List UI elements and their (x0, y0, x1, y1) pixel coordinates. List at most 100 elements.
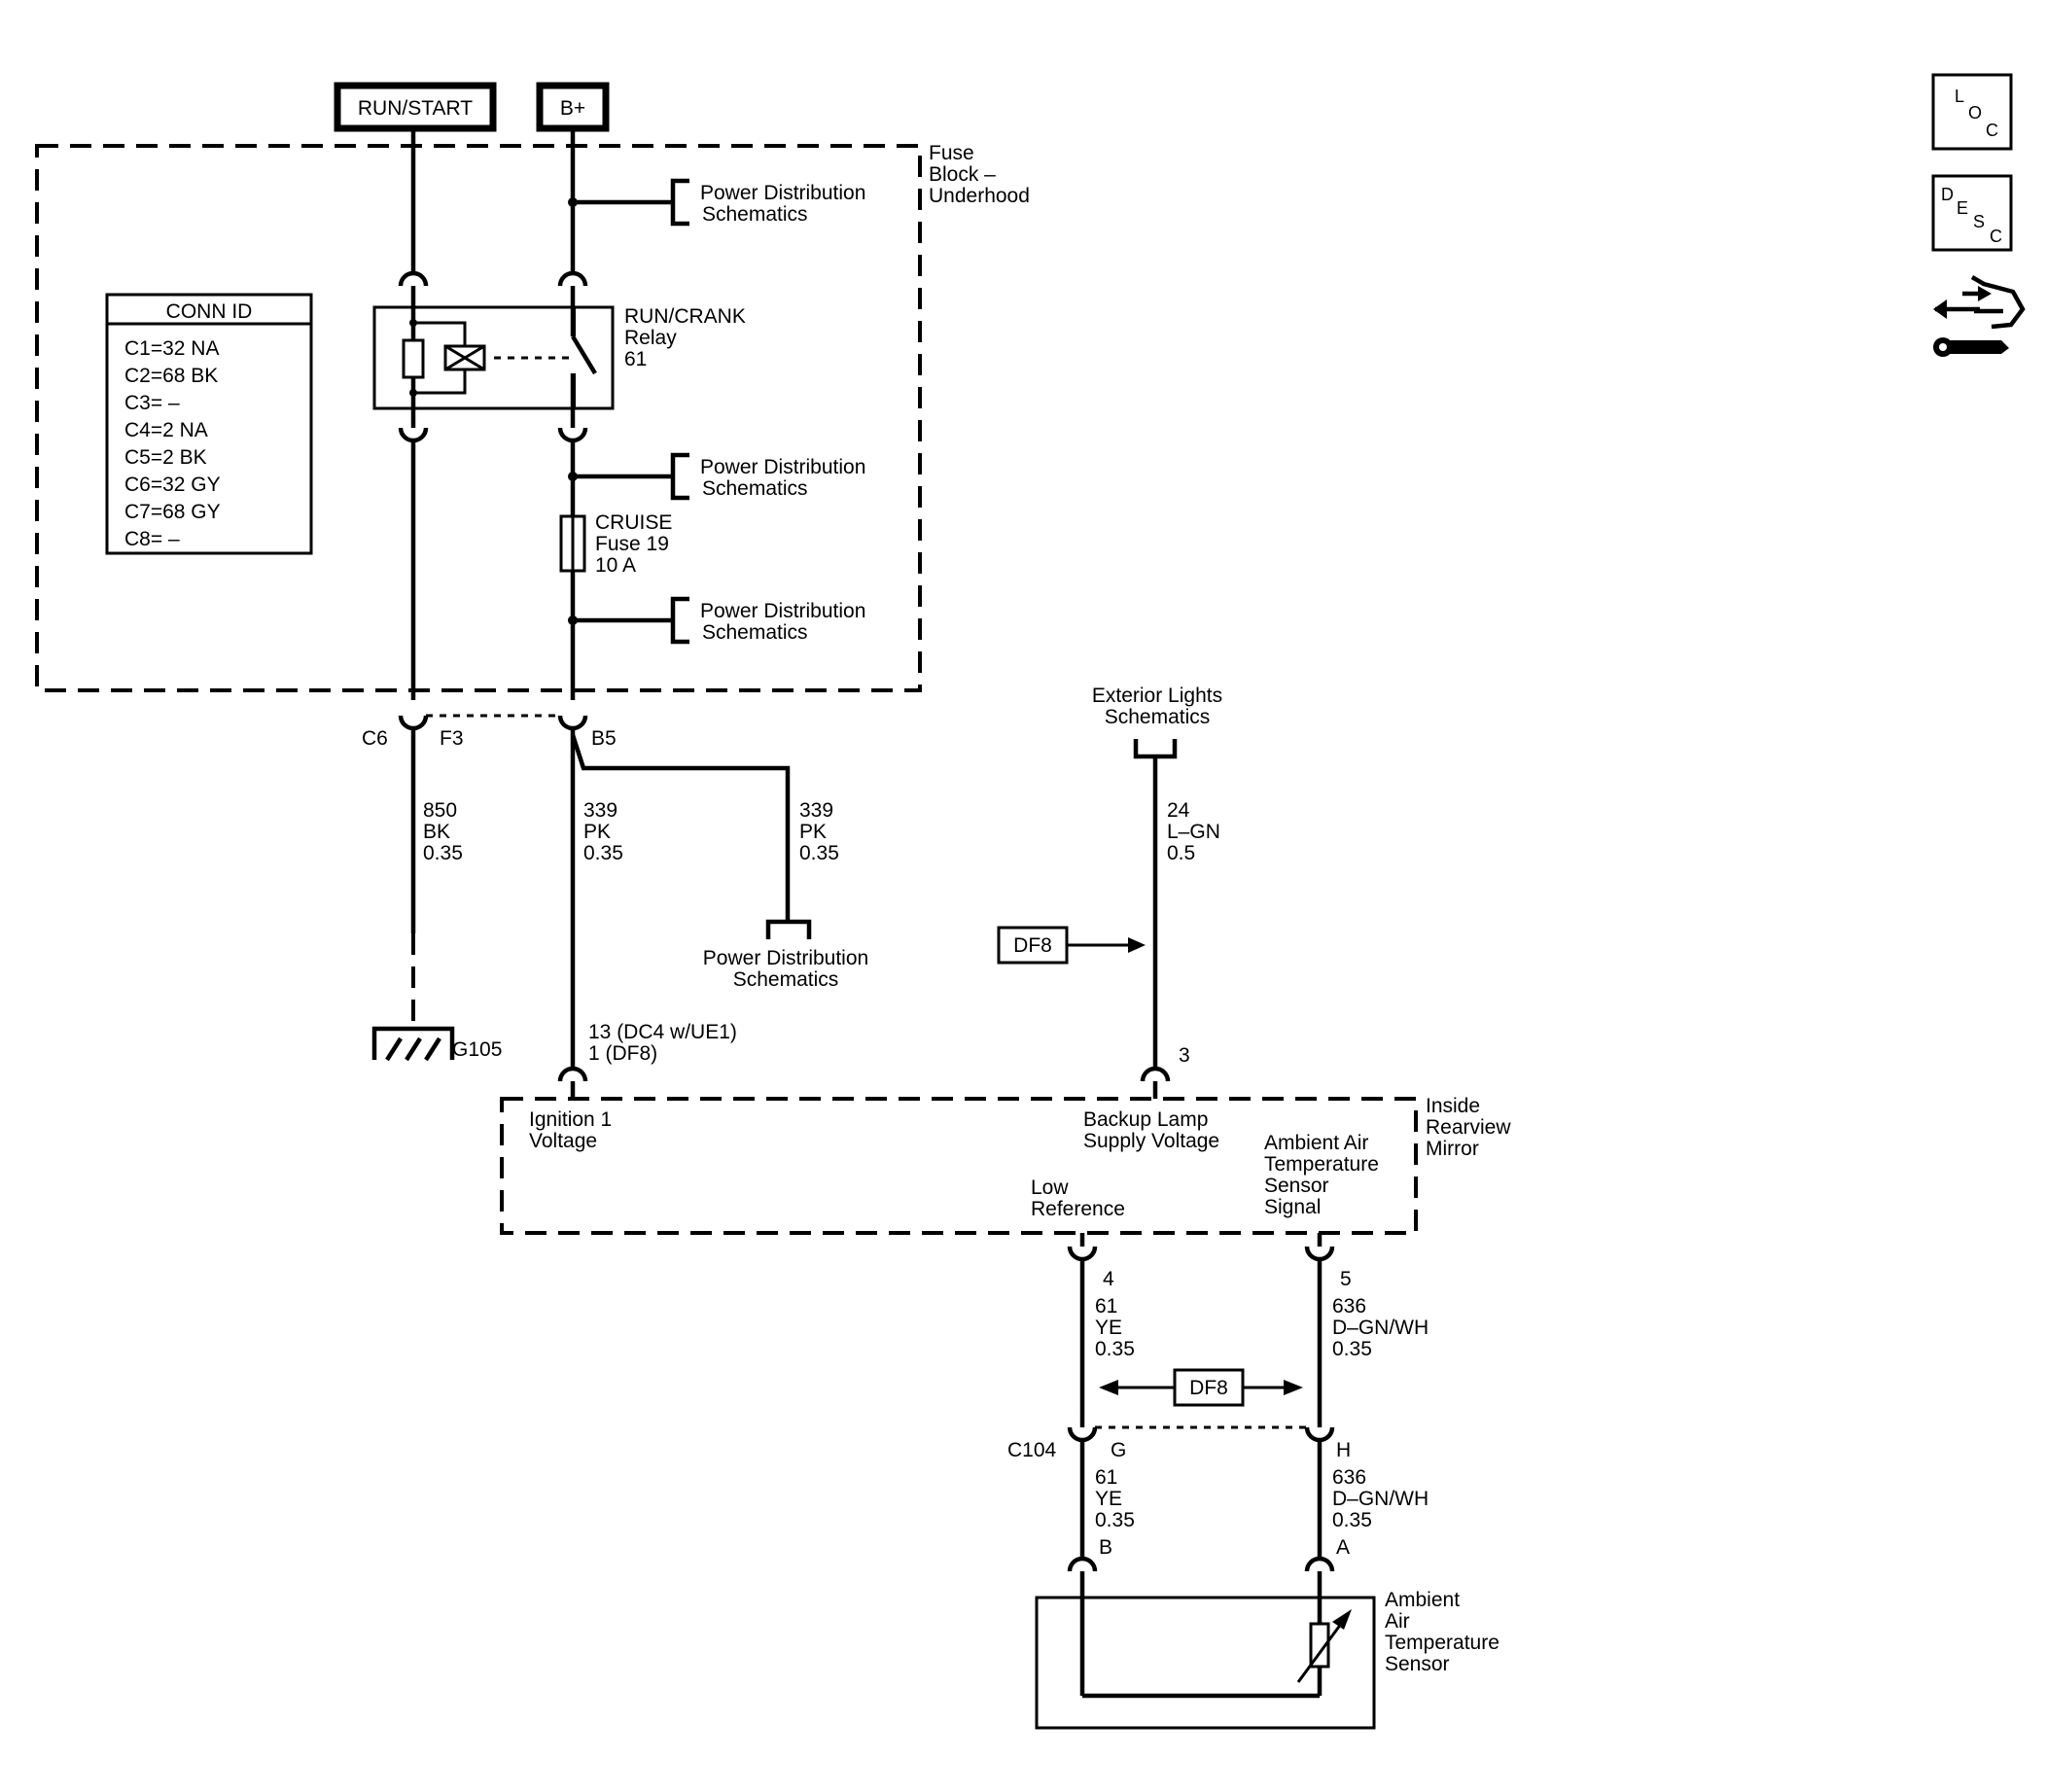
relay-label-1: RUN/CRANK (624, 305, 746, 328)
df8-label: DF8 (1189, 1377, 1228, 1399)
run-crank-relay (372, 305, 615, 410)
sensor-label-4: Sensor (1385, 1653, 1450, 1675)
wire-run-start (398, 128, 429, 700)
mirror-name-3: Mirror (1426, 1138, 1479, 1160)
mirror-low-1: Low (1031, 1177, 1069, 1199)
mirror-output-connectors (1067, 1233, 1335, 1262)
connector-c6-pin-b5: B5 (591, 727, 617, 750)
b-plus-source: B+ (536, 82, 610, 132)
wire-color: D–GN/WH (1332, 1488, 1429, 1510)
connector-c104-pin-h: H (1336, 1439, 1351, 1461)
conn-id-title: CONN ID (166, 300, 253, 323)
cruise-fuse (559, 514, 586, 573)
wire-circuit: 61 (1095, 1295, 1117, 1318)
conn-id-row: C1=32 NA (124, 337, 219, 360)
wire-gauge: 0.35 (799, 842, 839, 864)
wire-gauge: 0.35 (583, 842, 623, 864)
sensor-pin-a: A (1336, 1536, 1350, 1559)
wire-circuit: 636 (1332, 1295, 1366, 1318)
relay-label-2: Relay (624, 327, 677, 349)
ground-label: G105 (452, 1038, 502, 1061)
power-distribution-ref-2: Power Distribution Schematics (573, 452, 865, 501)
power-distribution-label: Power Distribution (700, 456, 865, 478)
mirror-pin-low: 4 (1103, 1268, 1114, 1290)
wire-gauge: 0.5 (1167, 842, 1195, 864)
b-plus-label: B+ (560, 97, 585, 120)
wire-circuit: 636 (1332, 1466, 1366, 1489)
wire-color: PK (583, 821, 611, 843)
power-distribution-label: Schematics (733, 968, 839, 991)
mirror-ign-2: Voltage (529, 1130, 597, 1152)
run-start-source: RUN/START (334, 82, 497, 132)
loc-button[interactable]: L O C (1931, 73, 2013, 151)
connector-c6-pin-f3: F3 (440, 727, 464, 750)
sensor-connectors (1067, 1556, 1335, 1572)
sensor-label-3: Temperature (1385, 1632, 1499, 1654)
wire-b-plus (557, 128, 588, 700)
conn-id-row: C4=2 NA (124, 419, 208, 441)
sensor-pin-b: B (1099, 1536, 1112, 1559)
loc-letter: C (1986, 121, 1998, 140)
desc-letter: C (1990, 227, 2002, 246)
ground-g105 (371, 1026, 455, 1062)
mirror-low-2: Reference (1031, 1198, 1125, 1220)
wire-gauge: 0.35 (1332, 1338, 1372, 1360)
mirror-amb-4: Signal (1264, 1196, 1321, 1218)
hand-wrench-arrows-icon[interactable] (1933, 275, 2026, 357)
wire-61-ye-upper: 61 YE 0.35 (1079, 1260, 1135, 1414)
mirror-pin-sig: 5 (1340, 1268, 1352, 1290)
wire-850-bk: 850 BK 0.35 (410, 729, 463, 1025)
wire-color: L–GN (1167, 821, 1220, 843)
wire-636-dgn-wh-upper: 636 D–GN/WH 0.35 (1317, 1260, 1429, 1414)
conn-id-table: CONN ID C1=32 NA C2=68 BK C3= – C4=2 NA … (105, 293, 313, 555)
fuse-block-label-1: Fuse (929, 142, 974, 164)
power-distribution-label: Power Distribution (700, 182, 865, 204)
conn-id-row: C2=68 BK (124, 365, 218, 387)
power-distribution-label: Schematics (702, 621, 808, 644)
wire-circuit: 850 (423, 799, 457, 822)
power-distribution-label: Power Distribution (703, 947, 868, 969)
connector-c6-name: C6 (362, 727, 388, 750)
sensor-label-1: Ambient (1385, 1589, 1460, 1611)
connector-c104-name: C104 (1007, 1439, 1057, 1461)
desc-letter: D (1941, 185, 1954, 204)
desc-button[interactable]: D E S C (1931, 174, 2013, 252)
exterior-lights-label: Exterior Lights (1092, 685, 1222, 707)
mirror-name-1: Inside (1426, 1095, 1480, 1117)
conn-id-row: C8= – (124, 528, 180, 550)
fuse-block-boundary (35, 144, 922, 692)
wire-339-pk-mirror: 339 PK 0.35 (570, 729, 623, 1068)
wire-gauge: 0.35 (1095, 1509, 1135, 1531)
wire-color: YE (1095, 1317, 1122, 1339)
power-distribution-label: Power Distribution (700, 600, 865, 622)
sensor-label-2: Air (1385, 1610, 1410, 1633)
fuse-label-3: 10 A (595, 554, 636, 577)
fuse-block-label-3: Underhood (929, 185, 1030, 207)
wire-636-dgn-wh-lower: 636 D–GN/WH 0.35 (1317, 1441, 1429, 1558)
conn-id-row: C6=32 GY (124, 474, 221, 496)
wire-circuit: 61 (1095, 1466, 1117, 1489)
power-distribution-label: Schematics (702, 203, 808, 226)
df8-label: DF8 (1013, 934, 1052, 957)
wire-gauge: 0.35 (1095, 1338, 1135, 1360)
power-distribution-label: Schematics (702, 477, 808, 500)
power-distribution-ref-1: Power Distribution Schematics (573, 178, 865, 227)
mirror-amb-1: Ambient Air (1264, 1132, 1368, 1154)
connector-c104-pin-g: G (1111, 1439, 1126, 1461)
wire-24-l-gn: Exterior Lights Schematics 24 L–GN 0.5 (1092, 685, 1222, 1068)
wire-339-pk-branch: 339 PK 0.35 Power Distribution Schematic… (570, 734, 868, 991)
desc-letter: E (1957, 198, 1968, 218)
fuse-label-1: CRUISE (595, 511, 672, 534)
df8-indicator-upper: DF8 (997, 926, 1146, 965)
mirror-ign-1: Ignition 1 (529, 1108, 612, 1131)
conn-id-row: C5=2 BK (124, 446, 207, 469)
mirror-amb-2: Temperature (1264, 1153, 1379, 1176)
wire-circuit: 339 (799, 799, 833, 822)
wire-color: BK (423, 821, 450, 843)
run-start-label: RUN/START (358, 97, 473, 120)
connector-c104 (1067, 1414, 1335, 1443)
wire-color: D–GN/WH (1332, 1317, 1429, 1339)
mirror-pin-ign-1: 13 (DC4 w/UE1) (588, 1021, 737, 1043)
mirror-amb-3: Sensor (1264, 1175, 1329, 1197)
